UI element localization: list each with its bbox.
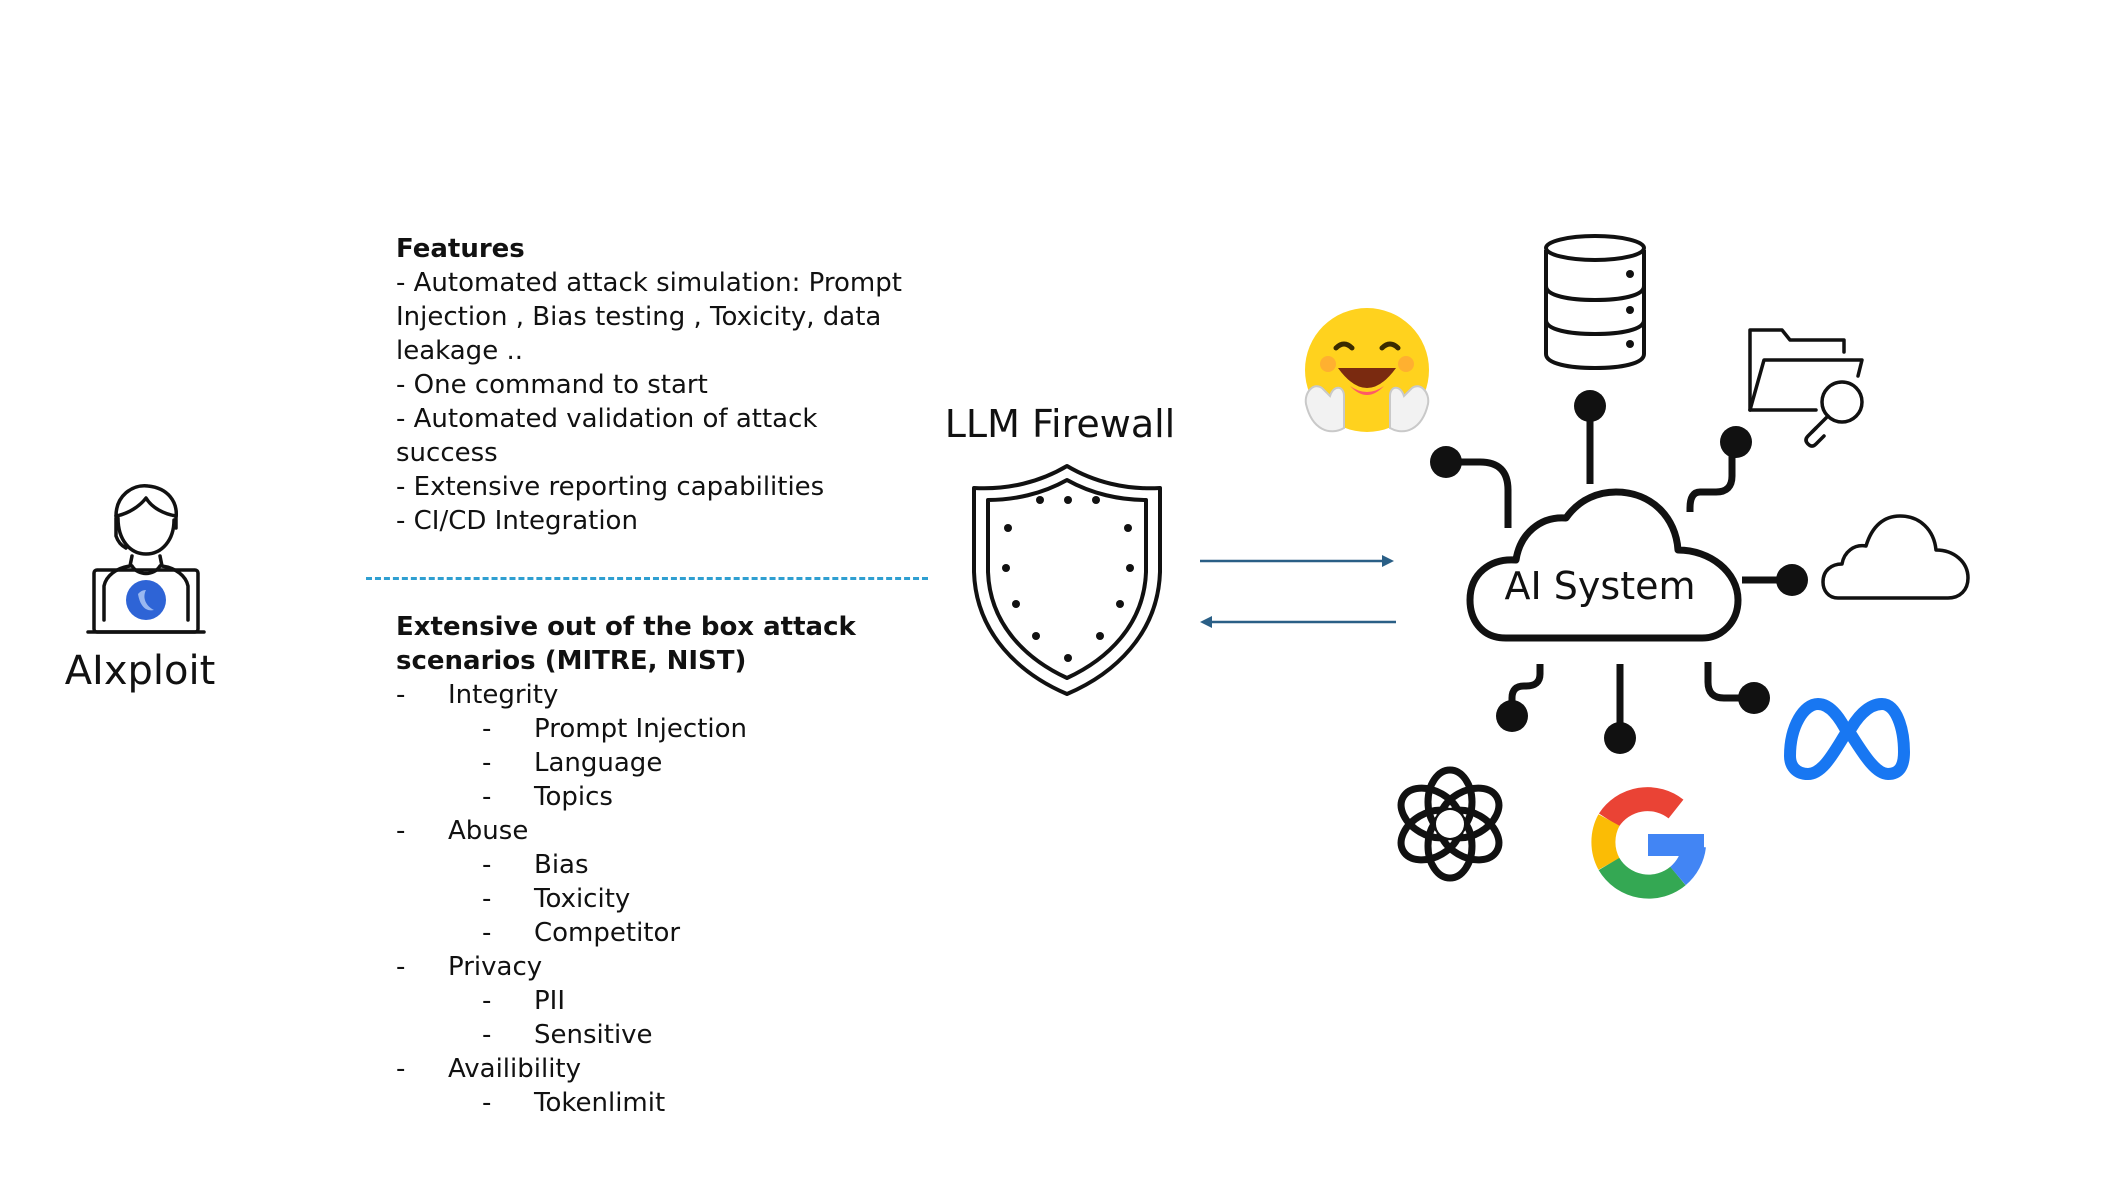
- section-divider: [366, 577, 928, 580]
- scenario-item: -Tokenlimit: [482, 1088, 666, 1118]
- scenario-item: -PII: [482, 986, 566, 1016]
- scenario-category: -Integrity: [396, 680, 559, 710]
- features-title: Features: [396, 234, 525, 264]
- scenario-item: -Prompt Injection: [482, 714, 748, 744]
- cloud-outline-icon: [1821, 514, 1970, 600]
- feature-item: - Automated attack simulation: Prompt In…: [396, 268, 902, 366]
- feature-item: - CI/CD Integration: [396, 506, 638, 536]
- shield-icon: [972, 464, 1162, 696]
- user-label: AIxploit: [64, 648, 216, 694]
- huggingface-icon: [1304, 308, 1430, 433]
- scenarios-block: Extensive out of the box attack scenario…: [396, 610, 916, 1120]
- openai-icon: [1397, 766, 1503, 882]
- feature-item: - Extensive reporting capabilities: [396, 472, 825, 502]
- scenario-category: -Availibility: [396, 1054, 582, 1084]
- meta-icon: [1784, 698, 1910, 780]
- scenario-item: -Language: [482, 748, 663, 778]
- ai-system-label: AI System: [1504, 564, 1696, 608]
- scenario-category: -Privacy: [396, 952, 543, 982]
- request-response-arrows: [1200, 555, 1396, 628]
- connector-lines: [1430, 390, 1808, 754]
- firewall-title: LLM Firewall: [944, 402, 1176, 446]
- scenario-category: -Abuse: [396, 816, 529, 846]
- scenario-item: -Topics: [482, 782, 613, 812]
- scenario-item: -Competitor: [482, 918, 681, 948]
- cloud-icon: [1466, 488, 1742, 642]
- database-icon: [1544, 234, 1646, 371]
- scenario-item: -Toxicity: [482, 884, 631, 914]
- scenario-item: -Bias: [482, 850, 589, 880]
- features-block: Features - Automated attack simulation: …: [396, 232, 916, 538]
- folder-search-icon: [1748, 328, 1864, 448]
- user-laptop-icon: [86, 484, 206, 634]
- feature-item: - One command to start: [396, 370, 708, 400]
- feature-item: - Automated validation of attack success: [396, 404, 818, 468]
- scenarios-title: Extensive out of the box attack scenario…: [396, 612, 856, 676]
- google-icon: [1591, 787, 1706, 899]
- scenario-item: -Sensitive: [482, 1020, 653, 1050]
